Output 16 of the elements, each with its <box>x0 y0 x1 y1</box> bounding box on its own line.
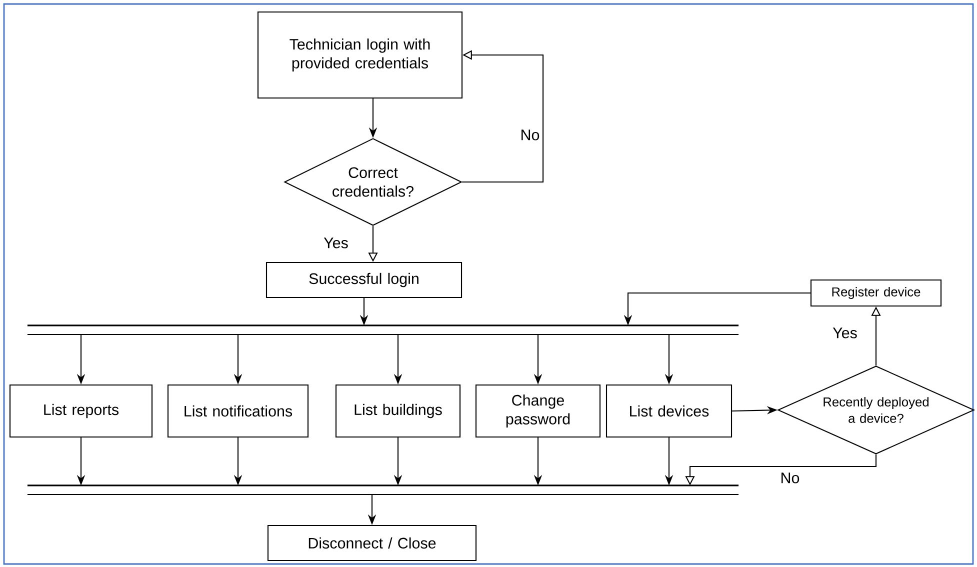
process-box: Change password <box>475 384 601 438</box>
edge-label: No <box>779 472 801 484</box>
process-box: Successful login <box>266 262 462 298</box>
process-box: List reports <box>9 384 153 438</box>
edge-label: Yes <box>322 236 350 250</box>
process-box: List devices <box>606 384 732 438</box>
node-label: Recently deployed a device? <box>824 397 929 423</box>
process-box: Register device <box>810 279 942 307</box>
bar-line <box>27 484 739 496</box>
edge-label: Yes <box>831 326 859 340</box>
process-box: Disconnect / Close <box>267 524 477 562</box>
edge-label: No <box>519 128 541 142</box>
process-box: List buildings <box>335 384 461 438</box>
process-box: List notifications <box>167 384 309 438</box>
bar-line <box>27 324 739 336</box>
process-box: Technician login with provided credentials <box>257 11 463 99</box>
